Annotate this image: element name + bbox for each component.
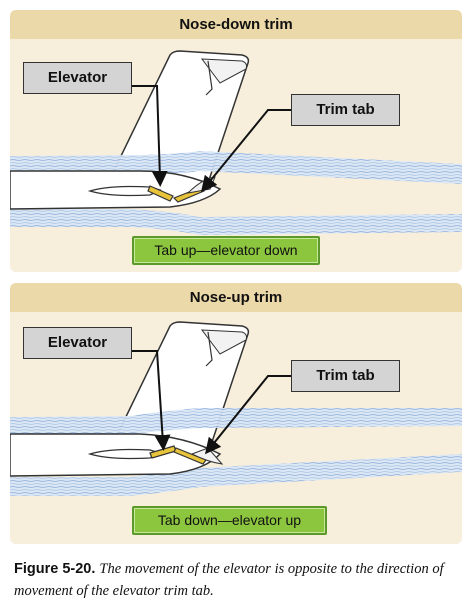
panel-title: Nose-down trim [10, 10, 462, 39]
trim-tab-callout: Trim tab [291, 360, 400, 392]
result-label: Tab down—elevator up [132, 506, 327, 535]
trim-tab [173, 447, 224, 465]
caption-text: The movement of the elevator is opposite… [14, 561, 444, 599]
elevator [147, 185, 174, 202]
trim-tab-callout: Trim tab [291, 94, 400, 126]
figure-label: Figure 5-20. [14, 561, 96, 577]
nose-down-trim-illustration [10, 50, 462, 235]
airflow [10, 151, 462, 235]
figure-caption: Figure 5-20. The movement of the elevato… [14, 558, 464, 602]
trim-tab-leader-line [200, 109, 291, 193]
nose-up-trim-panel: Nose-up trim Elevato [10, 283, 462, 544]
nose-down-trim-panel: Nose-down trim Eleva [10, 10, 462, 272]
panel-title: Nose-up trim [10, 283, 462, 312]
nose-up-trim-illustration [10, 321, 462, 496]
trim-tab-leader-line [204, 375, 291, 455]
airflow [10, 408, 462, 496]
elevator-callout: Elevator [23, 62, 132, 94]
elevator-leader-line [122, 85, 168, 187]
elevator-leader-line [122, 350, 171, 451]
elevator-callout: Elevator [23, 327, 132, 359]
result-label: Tab up—elevator down [132, 236, 320, 265]
